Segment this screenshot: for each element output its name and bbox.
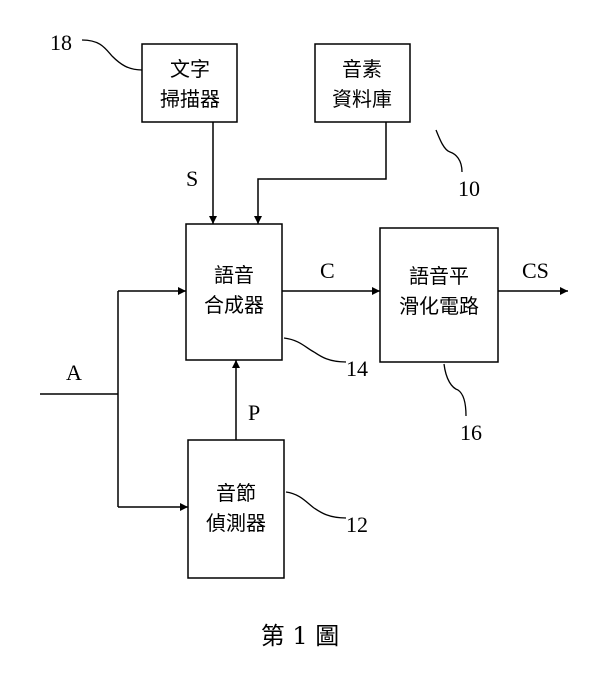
ref-14-leader — [283, 337, 347, 363]
ref-12: 12 — [346, 512, 368, 537]
database-label-line2: 資料庫 — [332, 87, 392, 111]
scanner-label-line2: 掃描器 — [160, 87, 220, 111]
signal-p-label: P — [248, 400, 260, 425]
database-to-synth-arrow — [254, 122, 387, 224]
scanner-label-line1: 文字 — [170, 57, 210, 81]
ref-10-leader — [435, 129, 463, 173]
ref-14: 14 — [346, 356, 368, 381]
ref-12-leader — [285, 491, 347, 519]
synthesizer-box — [185, 223, 283, 361]
ref-18: 18 — [50, 30, 72, 55]
synthesizer-label-line2: 合成器 — [204, 293, 264, 317]
detector-label-line2: 偵測器 — [206, 511, 266, 535]
detector-box — [187, 439, 285, 579]
scanner-box — [141, 43, 238, 123]
signal-c-label: C — [320, 258, 335, 283]
smoother-label-line1: 語音平 — [409, 264, 469, 288]
ref-16: 16 — [460, 420, 482, 445]
ref-10: 10 — [458, 176, 480, 201]
database-label-line1: 音素 — [342, 57, 382, 81]
synthesizer-label-line1: 語音 — [214, 263, 254, 287]
smoother-box — [379, 227, 499, 363]
detector-label-line1: 音節 — [216, 481, 256, 505]
ref-18-leader — [81, 39, 143, 71]
signal-cs-label: CS — [522, 258, 549, 283]
signal-a-label: A — [66, 360, 82, 385]
ref-16-leader — [443, 363, 467, 417]
signal-s-label: S — [186, 166, 198, 191]
database-box — [314, 43, 411, 123]
figure-caption: 第 1 圖 — [261, 622, 340, 650]
smoother-label-line2: 滑化電路 — [399, 294, 479, 318]
